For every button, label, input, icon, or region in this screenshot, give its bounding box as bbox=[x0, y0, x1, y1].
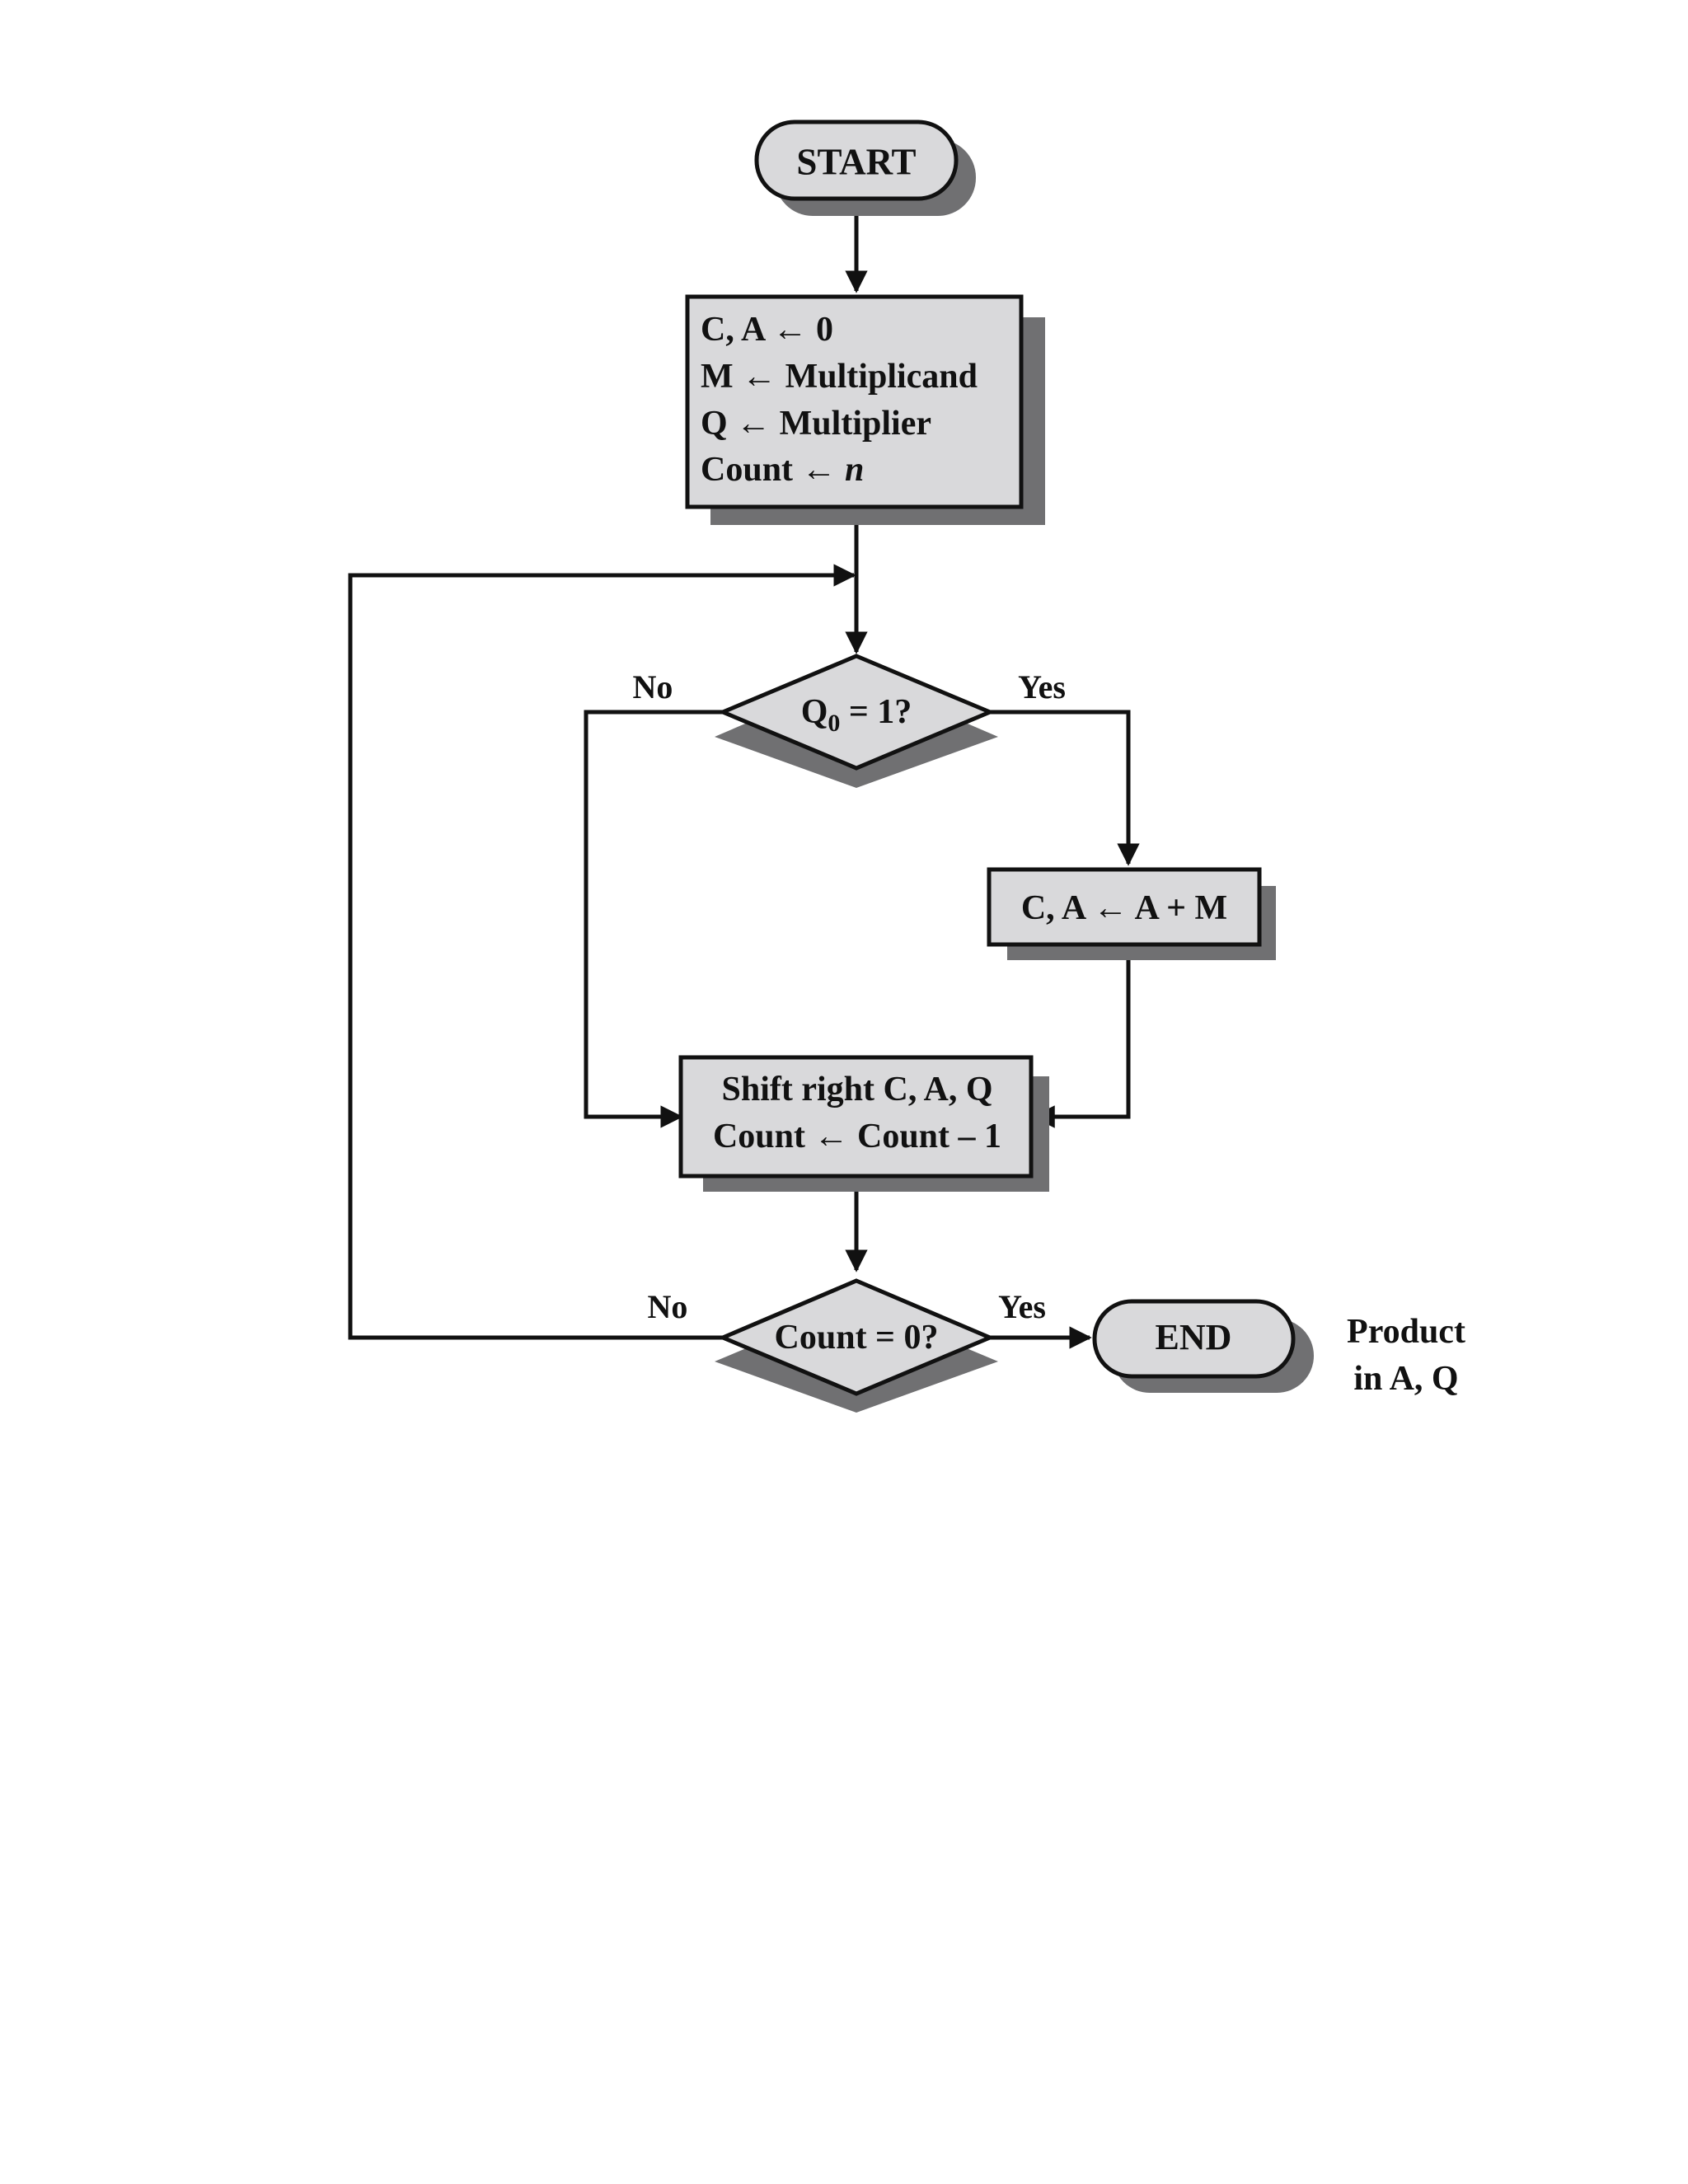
init-line-3: Q ← Multiplier bbox=[701, 405, 931, 443]
decision-count: Count = 0? bbox=[715, 1278, 998, 1413]
decision-q0-no-label: No bbox=[633, 668, 673, 705]
decision-q0-var: Q bbox=[801, 693, 828, 731]
decision-count-no-label: No bbox=[648, 1288, 688, 1325]
start-terminator: START bbox=[754, 120, 976, 216]
end-terminator: END bbox=[1092, 1299, 1314, 1393]
init-line-4-text: Count ← bbox=[701, 451, 845, 489]
init-box: C, A ← 0 M ← Multiplicand Q ← Multiplier… bbox=[685, 294, 1045, 525]
init-line-4: Count ← n bbox=[701, 451, 864, 489]
shift-box: Shift right C, A, Q Count ← Count – 1 bbox=[678, 1055, 1049, 1192]
decision-count-label: Count = 0? bbox=[775, 1319, 939, 1357]
decision-q0-subscript: 0 bbox=[828, 710, 840, 737]
result-note-line-1: Product bbox=[1347, 1313, 1465, 1351]
decision-q0-label: Q0 = 1? bbox=[801, 693, 912, 737]
start-label: START bbox=[796, 141, 916, 182]
init-count-var: n bbox=[845, 451, 864, 489]
decision-count-yes-label: Yes bbox=[998, 1288, 1046, 1325]
decision-q0: Q0 = 1? bbox=[715, 654, 998, 788]
add-box: C, A ← A + M bbox=[987, 867, 1276, 960]
init-line-2: M ← Multiplicand bbox=[701, 358, 978, 396]
arrow-decision1-yes bbox=[990, 710, 1140, 866]
result-note-line-2: in A, Q bbox=[1353, 1360, 1458, 1398]
arrow-add-to-shift bbox=[1032, 945, 1131, 1128]
decision-q0-yes-label: Yes bbox=[1018, 668, 1066, 705]
init-line-1: C, A ← 0 bbox=[701, 311, 833, 349]
arrow-decision1-no bbox=[584, 710, 723, 1128]
arrow-decision2-no-loop bbox=[348, 564, 856, 1340]
add-label: C, A ← A + M bbox=[1021, 889, 1227, 927]
shift-line-2: Count ← Count – 1 bbox=[713, 1118, 1001, 1155]
decision-q0-condition: = 1? bbox=[840, 693, 912, 731]
shift-line-1: Shift right C, A, Q bbox=[721, 1071, 992, 1108]
connectors bbox=[348, 201, 1140, 1349]
end-label: END bbox=[1156, 1317, 1232, 1357]
